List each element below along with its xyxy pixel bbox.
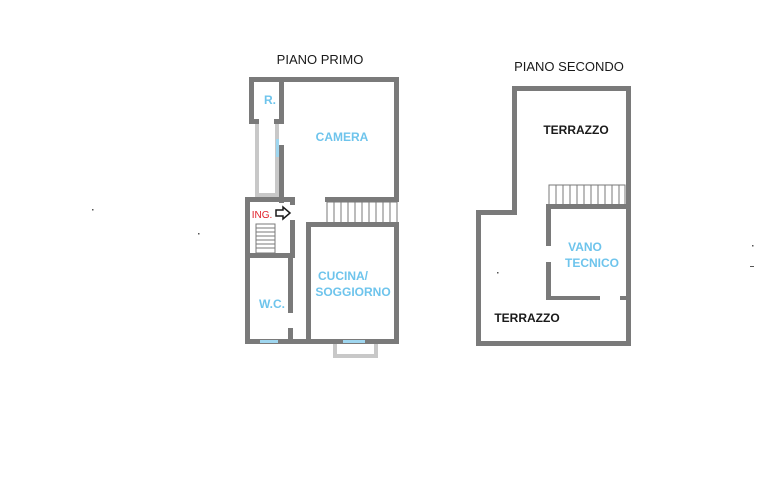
room-label-terrace-top: TERRAZZO	[543, 123, 608, 137]
bedroom-window	[276, 139, 279, 157]
first-floor-walls	[245, 77, 399, 344]
entry-arrow-icon	[275, 205, 292, 221]
room-label-wc: W.C.	[259, 297, 285, 311]
second-floor-stairs	[548, 184, 626, 206]
room-label-tech-line1: VANO	[568, 240, 602, 254]
second-floor-title: PIANO SECONDO	[514, 59, 624, 74]
room-label-entrance: ING.	[252, 210, 273, 221]
room-label-tech-line2: TECNICO	[565, 256, 619, 270]
scan-specks	[92, 209, 754, 274]
entrance-stairs	[255, 223, 276, 254]
room-label-kitchen-line1: CUCINA/	[318, 269, 369, 283]
second-floor-walls	[476, 86, 631, 346]
first-floor-title: PIANO PRIMO	[277, 52, 364, 67]
kitchen-window	[343, 340, 365, 343]
room-label-kitchen-line2: SOGGIORNO	[315, 285, 390, 299]
kitchen-balcony	[333, 344, 378, 358]
room-label-closet: R.	[264, 93, 276, 107]
first-floor-window-frame	[255, 124, 279, 197]
first-floor-stairs	[326, 201, 398, 224]
wc-window	[260, 340, 278, 343]
room-label-terrace-bottom: TERRAZZO	[494, 311, 559, 325]
first-floor-plan: PIANO PRIMO	[245, 52, 399, 358]
second-floor-plan: PIANO SECONDO	[476, 59, 631, 346]
room-label-bedroom: CAMERA	[316, 130, 369, 144]
